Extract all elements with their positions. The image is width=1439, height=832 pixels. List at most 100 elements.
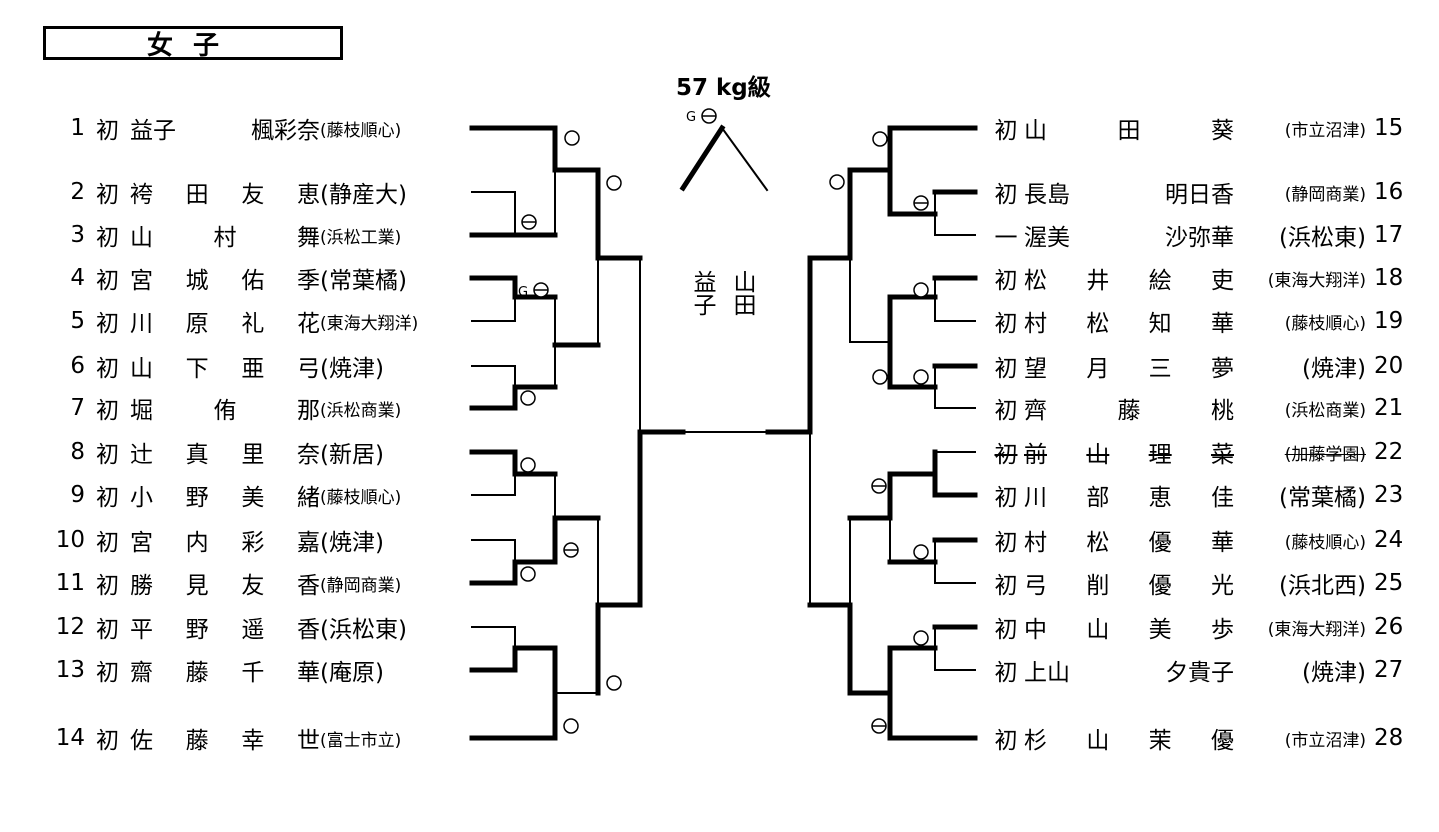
player-school: (浜松東) bbox=[1279, 225, 1366, 251]
player-name-part: 嘉 bbox=[296, 530, 320, 556]
player-name: 宮内彩嘉 bbox=[130, 523, 320, 557]
player-name-part: 恵 bbox=[296, 182, 320, 208]
player-grade: 初 bbox=[96, 573, 119, 599]
player-name-part: 山 bbox=[130, 356, 153, 382]
player-grade: 初 bbox=[994, 356, 1018, 382]
player-name-part: 優 bbox=[1210, 728, 1234, 754]
win-mark-icon bbox=[520, 457, 536, 473]
win-mark-icon bbox=[872, 131, 888, 147]
golden-score-label: G bbox=[686, 110, 696, 125]
player-name-part: 三 bbox=[1148, 356, 1172, 382]
player-name-part: 美 bbox=[1148, 617, 1172, 643]
player-school: (藤枝順心) bbox=[320, 487, 402, 508]
player-school: (浜松商業) bbox=[320, 400, 402, 421]
player-name-part: 幸 bbox=[241, 728, 265, 754]
player-name-part: 亜 bbox=[241, 356, 265, 382]
right-player-row: 初望月三夢(焼津)20 bbox=[988, 349, 1414, 383]
player-name-part: 渥美 bbox=[1024, 225, 1070, 251]
player-name-part: 小 bbox=[130, 485, 153, 511]
player-name-part: 佳 bbox=[1210, 485, 1234, 511]
player-name-part: 吏 bbox=[1210, 268, 1234, 294]
player-school: (藤枝順心) bbox=[1284, 313, 1366, 334]
player-name-part: 佐 bbox=[130, 728, 153, 754]
right-player-row: 初村松優華(藤枝順心)24 bbox=[988, 525, 1414, 556]
right-player-row: 初前山理菜(加藤学園)22 bbox=[988, 437, 1414, 468]
player-grade: 初 bbox=[96, 485, 119, 511]
player-name: 平野遥香 bbox=[130, 610, 320, 644]
player-name: 川部恵佳 bbox=[1024, 478, 1234, 512]
right-player-row: 初松井絵吏(東海大翔洋)18 bbox=[988, 261, 1414, 295]
player-name-part: 堀 bbox=[130, 398, 153, 424]
win-mark-icon bbox=[829, 174, 845, 190]
win-mark-icon bbox=[913, 630, 929, 646]
player-name: 松井絵吏 bbox=[1024, 261, 1234, 295]
player-name-part: 優 bbox=[1148, 530, 1172, 556]
player-number: 15 bbox=[1374, 115, 1404, 141]
player-number: 1 bbox=[70, 115, 85, 141]
player-name-part: 松 bbox=[1024, 268, 1047, 294]
player-name-part: 世 bbox=[296, 728, 320, 754]
player-name-part: 松 bbox=[1086, 530, 1110, 556]
player-name-part: 井 bbox=[1086, 268, 1110, 294]
player-name-part: 川 bbox=[130, 311, 153, 337]
player-school: (静岡商業) bbox=[1284, 184, 1366, 205]
player-name-part: 原 bbox=[185, 311, 209, 337]
player-grade: 初 bbox=[994, 573, 1018, 599]
player-school: (藤枝順心) bbox=[1284, 532, 1366, 553]
player-grade: 初 bbox=[96, 617, 119, 643]
player-name: 袴田友恵 bbox=[130, 175, 320, 209]
player-name-part: 優 bbox=[1148, 573, 1172, 599]
player-grade: 初 bbox=[994, 617, 1018, 643]
player-name-part: 緒 bbox=[296, 485, 320, 511]
player-name-part: 内 bbox=[185, 530, 209, 556]
player-name-part: 宮 bbox=[130, 268, 153, 294]
player-name: 川原礼花 bbox=[130, 304, 320, 338]
player-name: 弓削優光 bbox=[1024, 566, 1234, 600]
player-grade: 初 bbox=[994, 530, 1018, 556]
player-name-part: 長島 bbox=[1024, 182, 1070, 208]
player-name-part: 望 bbox=[1024, 356, 1047, 382]
player-name-part: 部 bbox=[1086, 485, 1110, 511]
player-grade: 初 bbox=[994, 118, 1018, 144]
player-name-part: 藤 bbox=[1117, 398, 1141, 424]
weight-class-title: 57 kg級 bbox=[676, 75, 771, 101]
player-school: (庵原) bbox=[320, 660, 384, 686]
right-player-row: 初齊藤桃(浜松商業)21 bbox=[988, 393, 1414, 424]
player-name-part: 光 bbox=[1210, 573, 1234, 599]
player-name-part: 華 bbox=[296, 660, 320, 686]
player-school: (市立沼津) bbox=[1284, 730, 1366, 751]
player-name-part: 明日香 bbox=[1165, 182, 1234, 208]
right-player-row: 初中山美歩(東海大翔洋)26 bbox=[988, 612, 1414, 643]
player-name-part: 友 bbox=[241, 573, 265, 599]
player-name: 望月三夢 bbox=[1024, 349, 1234, 383]
player-number: 26 bbox=[1374, 614, 1404, 640]
win-mark-icon bbox=[564, 130, 580, 146]
player-name-part: 理 bbox=[1148, 442, 1172, 468]
player-name-part: 上山 bbox=[1024, 660, 1070, 686]
player-name-part: 村 bbox=[213, 225, 237, 251]
player-name-part: 城 bbox=[185, 268, 209, 294]
player-number: 14 bbox=[55, 725, 85, 751]
player-school: (藤枝順心) bbox=[320, 120, 402, 141]
player-name: 齋藤千華 bbox=[130, 653, 320, 687]
right-player-row: 一渥美沙弥華(浜松東)17 bbox=[988, 220, 1414, 251]
right-player-row: 初長島明日香(静岡商業)16 bbox=[988, 177, 1414, 208]
player-name-part: 葵 bbox=[1211, 118, 1234, 144]
player-name-part: 華 bbox=[1210, 311, 1234, 337]
player-name-part: 藤 bbox=[185, 728, 209, 754]
player-school: (焼津) bbox=[320, 356, 384, 382]
player-school: (浜松商業) bbox=[1284, 400, 1366, 421]
right-player-row: 初杉山茉優(市立沼津)28 bbox=[988, 723, 1414, 754]
player-number: 7 bbox=[70, 395, 85, 421]
player-grade: 初 bbox=[96, 182, 119, 208]
player-name-part: 恵 bbox=[1148, 485, 1172, 511]
player-name-part: 遥 bbox=[241, 617, 265, 643]
player-name-part: 益子 bbox=[130, 118, 176, 144]
player-grade: 初 bbox=[994, 311, 1018, 337]
player-name-part: 野 bbox=[185, 617, 209, 643]
